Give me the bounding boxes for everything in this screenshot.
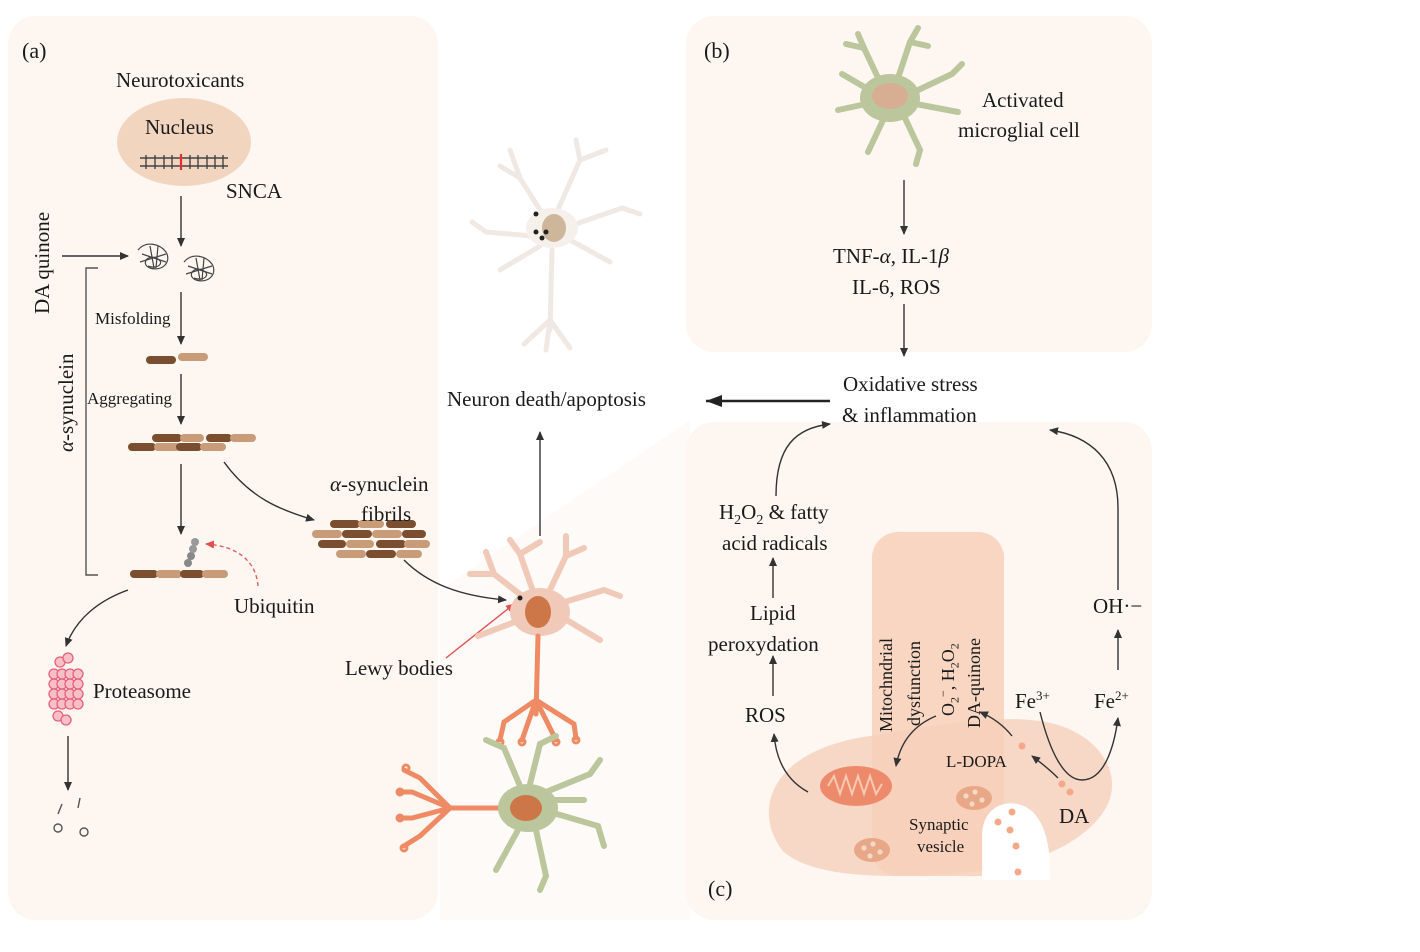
fe3-sup: 3+ [1036, 688, 1050, 703]
da-label: DA [1059, 804, 1090, 828]
vesicle-icon-2 [854, 838, 890, 862]
nucleus-shape [117, 98, 251, 186]
alpha-symbol: α [54, 440, 78, 452]
synaptic-vesicle-line2: vesicle [917, 837, 965, 856]
o2-h: , H [938, 668, 958, 691]
lipid-label-line1: Lipid [750, 601, 796, 625]
aggregate-icon [128, 434, 256, 451]
proteasome-label: Proteasome [93, 679, 191, 703]
arrow-ldopa-to-quinone [979, 711, 1013, 737]
vesicle-icon [956, 786, 992, 810]
arrow-da-to-ldopa [1031, 755, 1059, 779]
ubiquitin-arrow [205, 540, 259, 587]
nucleus-label: Nucleus [145, 115, 214, 139]
neurotoxicants-label: Neurotoxicants [116, 68, 245, 92]
o2-sub: 2 [947, 697, 962, 703]
panel-c-label: (c) [708, 876, 733, 901]
fibrils-label-line1: α-synuclein [330, 472, 429, 497]
cytokines-line1: TNF-α, IL-1β [833, 244, 949, 269]
feedback-bracket [85, 267, 98, 576]
neuron-death-label: Neuron death/apoptosis [447, 387, 646, 411]
neuron-glow [440, 420, 690, 920]
h2o2-h: H [719, 500, 735, 524]
hydroxyl-label: OH·− [1093, 594, 1143, 618]
h2o2-label-line2: acid radicals [722, 531, 828, 555]
alpha-greek: α [879, 244, 891, 268]
snca-label: SNCA [226, 179, 283, 203]
o2-sub3: 2 [947, 643, 962, 650]
misfolded-protein-icon [137, 243, 215, 282]
panel-a-label: (a) [22, 38, 47, 63]
misfolded-monomers-icon [146, 353, 208, 364]
synaptic-vesicle-line1: Synaptic [909, 815, 969, 834]
microglial-cell-icon [835, 25, 965, 167]
fe2-text: Fe [1094, 689, 1115, 713]
fibrils-alpha-symbol: α [330, 472, 342, 496]
ldopa-label: L-DOPA [946, 752, 1007, 771]
ubiquitinated-protein-icon [130, 538, 228, 578]
arrow-to-proteasome [64, 589, 129, 647]
o2-o: O [938, 703, 958, 716]
mito-dysfunction-line2: dysfunction [904, 641, 924, 726]
h2o2-label-line1: H2O2 & fatty [719, 500, 829, 529]
misfolding-label: Misfolding [95, 309, 171, 328]
h2o2-rest: & fatty [763, 500, 829, 524]
oxidative-stress-line1: Oxidative stress [843, 372, 978, 396]
ros-species-label: O2−, H2O2 [936, 643, 963, 716]
o2-o2: O [938, 649, 958, 663]
arrow-to-fibrils [223, 461, 315, 522]
proteasome-icon [48, 652, 84, 726]
panel-b-background [686, 16, 1152, 352]
dying-neuron-icon [469, 137, 643, 353]
fe2-label: Fe2+ [1094, 688, 1129, 714]
fibrils-synuclein-text: -synuclein [341, 472, 429, 496]
dna-strand-icon [140, 154, 228, 170]
arrow-mito-to-ros [770, 733, 809, 793]
tnf-text: TNF- [833, 244, 880, 268]
lewy-bodies-pointer [445, 603, 515, 659]
fe3-label: Fe3+ [1015, 688, 1050, 714]
oxidative-stress-line2: & inflammation [842, 403, 977, 427]
arrow-to-mito [893, 715, 937, 767]
bottom-neuron-icon [395, 733, 607, 893]
da-quinone-label: DA quinone [30, 211, 54, 314]
alpha-synuclein-label: α-synuclein [54, 353, 79, 452]
fe2-sup: 2+ [1115, 688, 1129, 703]
mitochondrion-icon [820, 766, 892, 806]
o2-sup: − [936, 690, 950, 697]
lewy-dots-icon [533, 211, 549, 241]
lipid-label-line2: peroxydation [708, 632, 819, 656]
arrow-fe-cycle [1039, 711, 1121, 781]
activated-label-line1: Activated [982, 88, 1064, 112]
aggregating-label: Aggregating [87, 389, 172, 408]
da-quinone-c-label: DA-quinone [964, 638, 984, 728]
panel-b-label: (b) [704, 38, 730, 63]
arrow-fibrils-to-neuron [403, 559, 507, 604]
h2o2-o: O [741, 500, 757, 524]
cytokines-line2: IL-6, ROS [852, 275, 941, 299]
fibrils-icon [312, 520, 430, 558]
degraded-fragments-icon [53, 797, 89, 837]
lewy-bodies-label: Lewy bodies [345, 656, 453, 680]
alpha-synuclein-text: -synuclein [54, 353, 78, 441]
activated-label-line2: microglial cell [958, 118, 1080, 142]
fe3-text: Fe [1015, 689, 1036, 713]
ros-label: ROS [745, 703, 786, 727]
panel-a-background [8, 16, 438, 920]
dying-neuron-nucleus [542, 214, 566, 242]
h2o2-sub2: 2 [756, 513, 764, 529]
h2o2-sub1: 2 [734, 513, 742, 529]
fibrils-label-line2: fibrils [361, 502, 412, 526]
arrow-oh-to-oxidative [1049, 427, 1119, 590]
o2-sub2: 2 [947, 662, 962, 669]
arrow-h2o2-to-oxidative [775, 420, 831, 497]
ubiquitin-label: Ubiquitin [234, 594, 315, 618]
dopamine-dots-icon [994, 742, 1074, 876]
mito-dysfunction-line1: Mitochndrial [876, 638, 896, 732]
beta-greek: β [938, 244, 949, 268]
il1-text: , IL-1 [890, 244, 939, 268]
